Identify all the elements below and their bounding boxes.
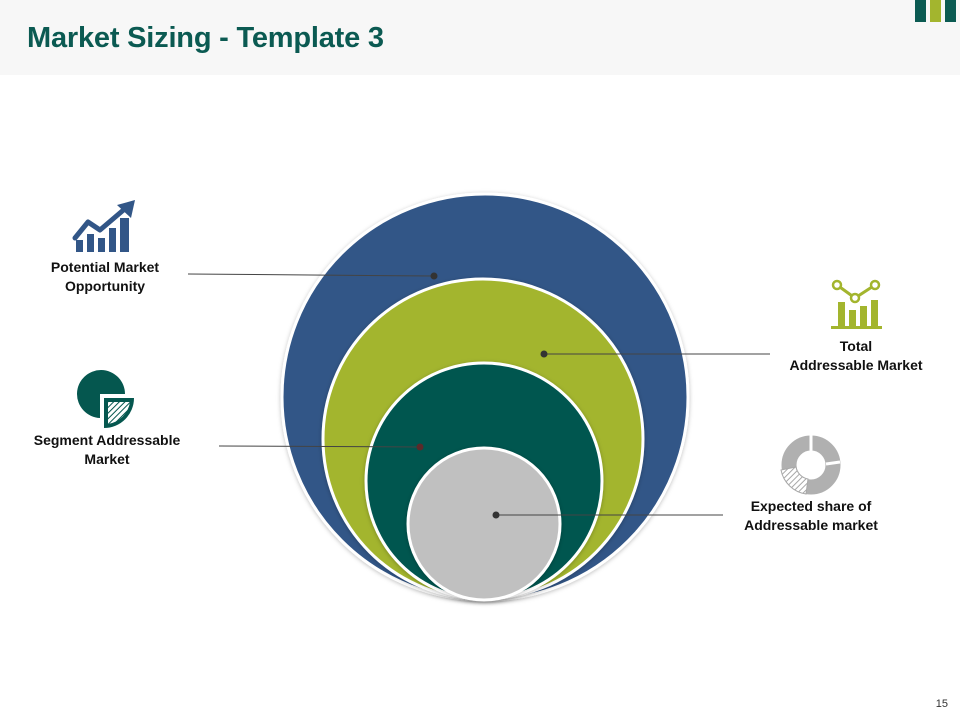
accent-bar-dark-2 xyxy=(945,0,956,22)
accent-bar-green xyxy=(930,0,941,22)
connector-total xyxy=(540,350,770,358)
total-market-label-line1: Total xyxy=(839,338,873,354)
expected-share-label: Expected share of Addressable market xyxy=(721,497,901,535)
slide-title: Market Sizing - Template 3 xyxy=(27,22,384,54)
total-market-label-line2: Addressable Market xyxy=(789,357,923,373)
potential-market-label-line2: Opportunity xyxy=(64,278,146,294)
expected-share-circle xyxy=(406,446,562,602)
potential-market-label-line1: Potential Market xyxy=(50,259,160,275)
donut-chart-icon xyxy=(780,435,841,495)
slide-header xyxy=(0,0,960,75)
growth-chart-icon xyxy=(72,200,135,252)
segment-market-label: Segment Addressable Market xyxy=(17,431,197,469)
expected-share-label-line1: Expected share of xyxy=(750,498,872,514)
connector-segment xyxy=(218,443,424,451)
accent-bar-dark xyxy=(915,0,926,22)
bar-line-chart-icon xyxy=(831,279,882,329)
connector-potential xyxy=(187,272,438,280)
connector-expected xyxy=(492,511,723,519)
segment-market-label-line1: Segment Addressable xyxy=(33,432,181,448)
potential-market-label: Potential Market Opportunity xyxy=(25,258,185,296)
page-number: 15 xyxy=(935,698,948,710)
segment-market-label-line2: Market xyxy=(84,451,130,467)
total-market-label: Total Addressable Market xyxy=(776,337,936,375)
expected-share-label-line2: Addressable market xyxy=(744,517,878,533)
pie-chart-icon xyxy=(77,370,134,428)
